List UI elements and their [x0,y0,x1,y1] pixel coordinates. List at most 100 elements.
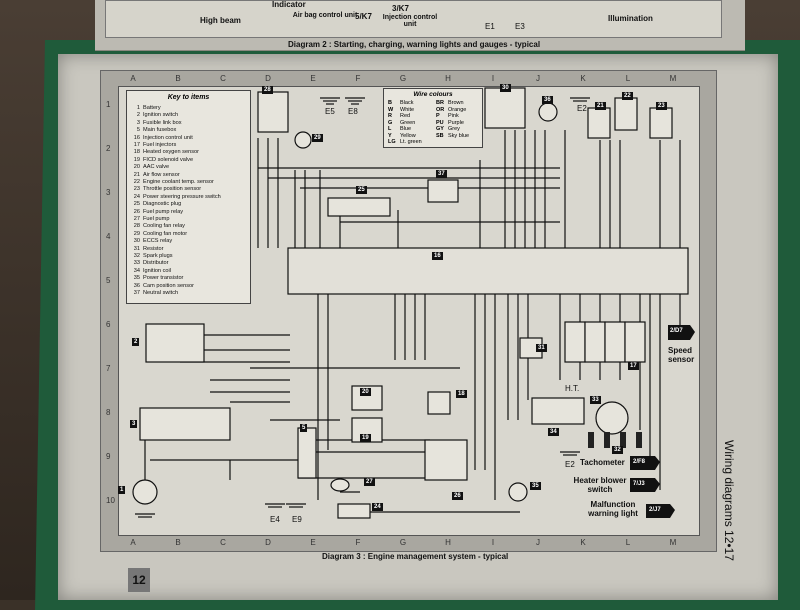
label-high-beam: High beam [200,16,241,25]
component-tag: 17 [628,362,639,370]
key-item-text: Ignition coil [143,267,171,274]
component-tag: 21 [595,102,606,110]
grid-letter: G [399,538,407,547]
malfunction-ref: 2/J7 [649,507,661,513]
cam-sensor-36 [538,102,558,122]
key-item-text: Main fusebox [143,127,177,134]
injection-control-unit-box [287,247,689,295]
component-tag: 37 [436,170,447,178]
grid-number: 8 [106,408,111,417]
key-item-text: Throttle position sensor [143,186,202,193]
key-item-number: 31 [133,245,140,252]
component-tag: 2 [132,338,140,346]
wire-colour-name: Green [400,119,416,126]
tachometer-label: Tachometer [580,458,625,467]
key-item-number: 19 [133,156,140,163]
grid-letter: A [130,74,136,83]
grid-letter: H [445,538,451,547]
key-item-number: 33 [133,260,140,267]
grid-letter: D [265,74,271,83]
grid-letter: A [130,538,136,547]
wire-colour-name: Red [400,113,411,119]
key-item-number: 3 [136,119,140,126]
grid-letter: E [310,74,316,83]
grid-letter: G [399,74,407,83]
key-item-text: Fuel pump [143,216,170,222]
grid-number: 3 [106,188,111,197]
key-item-text: Fuel pump relay [143,208,184,215]
key-item-number: 27 [133,216,140,222]
component-tag: 36 [542,96,553,104]
key-item-number: 20 [133,164,140,171]
distributor-33 [595,401,629,435]
component-tag: 31 [536,344,547,352]
label-ref-5k7: 5/K7 [355,12,372,21]
fusible-link-box-3 [139,407,231,441]
component-tag: 3 [130,420,138,428]
fuel-pump-27 [330,478,350,492]
key-item-text: Ignition switch [143,112,179,119]
ground-e2: E2 [565,460,575,469]
component-tag: 20 [360,388,371,396]
component-tag: 26 [452,492,463,500]
heater-blower-ref: 7/J3 [633,481,645,487]
key-item-number: 1 [136,105,140,111]
key-item-number: 23 [133,186,140,193]
ignition-switch-2 [145,323,205,363]
wire-colour-name: Sky blue [448,132,470,139]
grid-letter: C [220,74,226,83]
wire-colour-code: Y [388,132,392,139]
key-item-number: 17 [133,142,140,148]
key-item-text: ECCS relay [143,238,173,245]
grid-letter: I [491,74,495,83]
label-e3: E3 [515,22,525,31]
grid-letter: L [625,74,631,83]
key-item-number: 16 [133,134,140,141]
grid-number: 2 [106,144,111,153]
wire-colour-name: Orange [448,106,467,113]
component-tag: 32 [612,446,623,454]
key-item-number: 35 [133,275,140,282]
tachometer-ref: 2/F8 [633,459,646,465]
side-title: Wiring diagrams 12•17 [722,440,736,561]
wire-colour-code: PU [436,119,444,126]
key-item-text: Cam position sensor [143,282,194,289]
label-illumination: Illumination [608,14,653,23]
ground-e2-top: E2 [577,104,587,113]
wire-colour-name: Grey [448,126,460,132]
component-tag: 19 [360,434,371,442]
grid-number: 5 [106,276,111,285]
key-item-text: Air flow sensor [143,171,180,178]
key-item-text: Injection control unit [143,134,193,141]
wire-colour-code: R [388,113,392,119]
air-flow-sensor-21 [587,107,611,139]
fuel-pump-relay-26 [424,439,468,481]
grid-letter: F [355,74,361,83]
component-tag: 23 [656,102,667,110]
key-item-number: 22 [133,179,140,185]
key-item-number: 26 [133,208,140,215]
label-e1: E1 [485,22,495,31]
grid-letter: E [310,538,316,547]
grid-letter: J [536,538,540,547]
wire-colour-name: Lt. green [400,139,422,145]
component-tag: 33 [590,396,601,404]
key-item-number: 21 [133,171,140,178]
key-item-text: Fusible link box [143,119,182,126]
